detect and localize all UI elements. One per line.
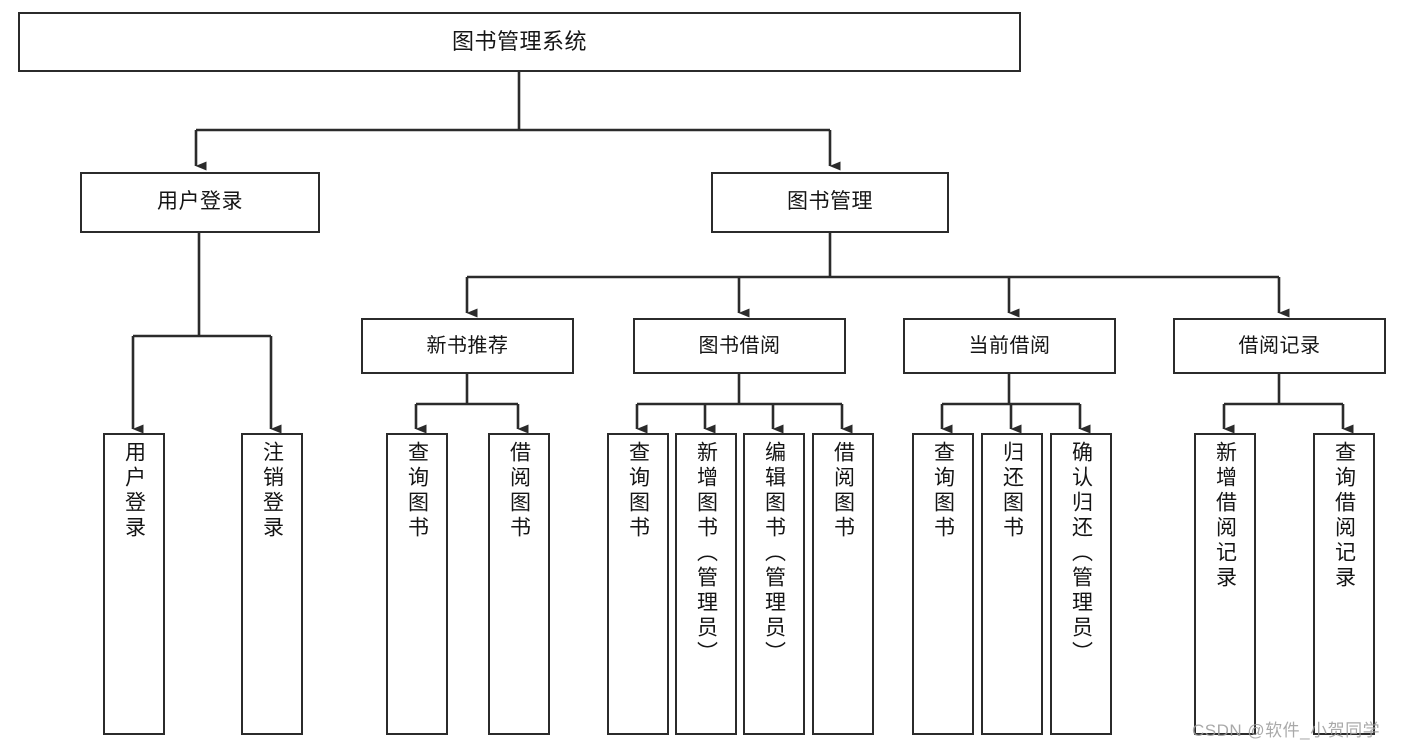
leaf-record-query-borrow-record[interactable]: 查询借阅记录: [1313, 433, 1375, 735]
node-book-borrow[interactable]: 图书借阅: [633, 318, 846, 374]
node-book-management[interactable]: 图书管理: [711, 172, 949, 233]
node-label: 用户登录: [157, 190, 243, 214]
node-new-book-recommend[interactable]: 新书推荐: [361, 318, 574, 374]
leaf-borrow-add-book-admin[interactable]: 新增图书（管理员）: [675, 433, 737, 735]
node-label: 借阅图书: [507, 441, 531, 541]
node-label: 查询借阅记录: [1332, 441, 1356, 591]
node-user-login[interactable]: 用户登录: [80, 172, 320, 233]
watermark-csdn: CSDN @软件_小贺同学: [1192, 721, 1381, 740]
leaf-current-confirm-return-admin[interactable]: 确认归还（管理员）: [1050, 433, 1112, 735]
node-label: 当前借阅: [968, 334, 1051, 357]
node-label: 借阅图书: [831, 441, 855, 541]
node-label: 注销登录: [260, 441, 284, 541]
node-label: 新书推荐: [426, 334, 509, 357]
leaf-newbook-query-book[interactable]: 查询图书: [386, 433, 448, 735]
leaf-record-add-borrow-record[interactable]: 新增借阅记录: [1194, 433, 1256, 735]
leaf-current-return-book[interactable]: 归还图书: [981, 433, 1043, 735]
leaf-newbook-borrow-book[interactable]: 借阅图书: [488, 433, 550, 735]
leaf-user-login-login[interactable]: 用户登录: [103, 433, 165, 735]
node-label: 查询图书: [931, 441, 955, 541]
leaf-borrow-borrow-book[interactable]: 借阅图书: [812, 433, 874, 735]
node-label: 借阅记录: [1238, 334, 1321, 357]
node-label: 图书借阅: [698, 334, 781, 357]
leaf-borrow-query-book[interactable]: 查询图书: [607, 433, 669, 735]
node-borrow-record[interactable]: 借阅记录: [1173, 318, 1386, 374]
node-label: 查询图书: [626, 441, 650, 541]
node-label: 新增图书（管理员）: [694, 441, 718, 666]
node-current-borrow[interactable]: 当前借阅: [903, 318, 1116, 374]
node-label: 用户登录: [122, 441, 146, 541]
leaf-borrow-edit-book-admin[interactable]: 编辑图书（管理员）: [743, 433, 805, 735]
node-label: 图书管理系统: [451, 29, 587, 55]
leaf-user-login-logout[interactable]: 注销登录: [241, 433, 303, 735]
node-root-book-management-system[interactable]: 图书管理系统: [18, 12, 1021, 72]
node-label: 图书管理: [787, 190, 873, 214]
node-label: 新增借阅记录: [1213, 441, 1237, 591]
node-label: 查询图书: [405, 441, 429, 541]
leaf-current-query-book[interactable]: 查询图书: [912, 433, 974, 735]
node-label: 归还图书: [1000, 441, 1024, 541]
node-label: 确认归还（管理员）: [1069, 441, 1093, 666]
node-label: 编辑图书（管理员）: [762, 441, 786, 666]
